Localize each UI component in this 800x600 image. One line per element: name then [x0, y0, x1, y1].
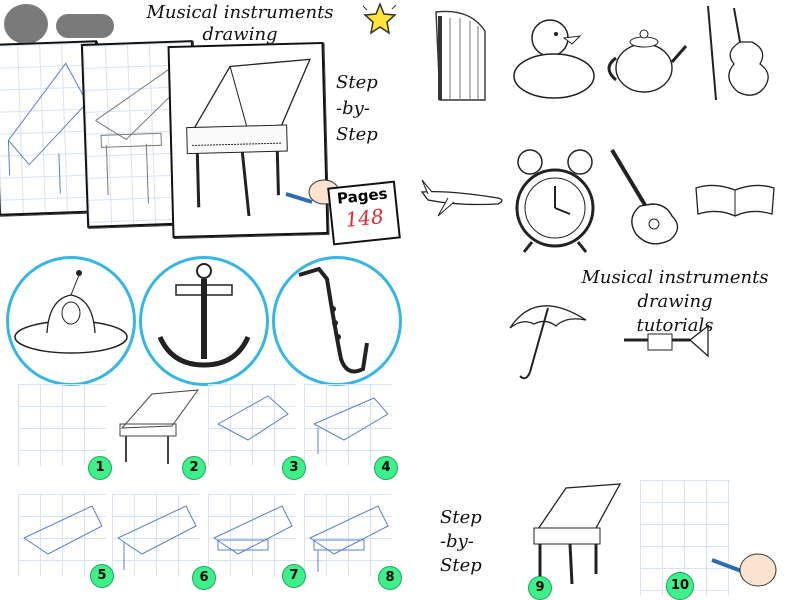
- anchor-icon: [157, 263, 251, 368]
- violin-icon: [707, 5, 769, 101]
- window-control-pill[interactable]: [56, 14, 114, 38]
- step-tile-6: [112, 494, 200, 576]
- circle-anchor: [139, 256, 269, 386]
- step-tile-4: [304, 384, 392, 466]
- alarm-clock-icon: [515, 149, 595, 253]
- step-badge-9: 9: [528, 576, 552, 600]
- window-control-circle[interactable]: [4, 4, 48, 44]
- circle-saxophone: [272, 256, 402, 386]
- teapot-icon: [607, 29, 688, 93]
- pages-tag: Pages 148: [327, 180, 401, 246]
- step-tile-8: [304, 494, 392, 576]
- step-tile-3: [208, 384, 296, 466]
- right-title-line-1: Musical instruments drawing: [581, 267, 769, 312]
- bottom-step-word-1: Step: [440, 507, 482, 528]
- step-badge-5: 5: [90, 564, 114, 588]
- star-icon: [362, 1, 397, 35]
- trumpet-icon: [624, 324, 709, 358]
- step-tile-5: [18, 494, 106, 576]
- bottom-step-word-2: -by-: [440, 531, 474, 552]
- step-badge-3: 3: [282, 456, 306, 480]
- saxophone-icon: [298, 266, 369, 374]
- ufo-icon: [14, 270, 128, 354]
- right-title: Musical instruments drawing tutorials: [550, 266, 800, 338]
- step-by-step-label: Step -by- Step: [336, 70, 378, 148]
- rubber-duck-icon: [513, 19, 595, 99]
- step-word-3: Step: [336, 124, 378, 145]
- step-badge-8: 8: [378, 566, 402, 590]
- step-badge-10: 10: [666, 572, 694, 600]
- step-badge-2: 2: [182, 456, 206, 480]
- step-badge-6: 6: [192, 566, 216, 590]
- step-badge-7: 7: [282, 564, 306, 588]
- harp-icon: [435, 10, 486, 101]
- hand-pencil-icon-bottom: [711, 553, 777, 587]
- open-book-icon: [695, 184, 775, 217]
- step-word-1: Step: [336, 72, 378, 93]
- step-badge-4: 4: [374, 456, 398, 480]
- umbrella-icon: [509, 305, 587, 380]
- step-tile-7: [208, 494, 296, 576]
- right-title-line-2: tutorials: [636, 315, 714, 336]
- step-word-2: -by-: [336, 98, 370, 119]
- step-badge-1: 1: [88, 456, 112, 480]
- title-line-1: Musical instruments drawing: [146, 2, 334, 45]
- step-tile-1: [18, 384, 106, 466]
- sheet-step-final: [167, 41, 329, 239]
- airplane-icon: [420, 179, 503, 217]
- piano-step-9: [533, 483, 622, 585]
- bottom-step-by-step-label: Step -by- Step: [440, 506, 482, 578]
- step-tile-2: [112, 384, 200, 466]
- bottom-step-word-3: Step: [440, 555, 482, 576]
- circle-ufo: [6, 256, 136, 386]
- guitar-icon: [610, 148, 679, 245]
